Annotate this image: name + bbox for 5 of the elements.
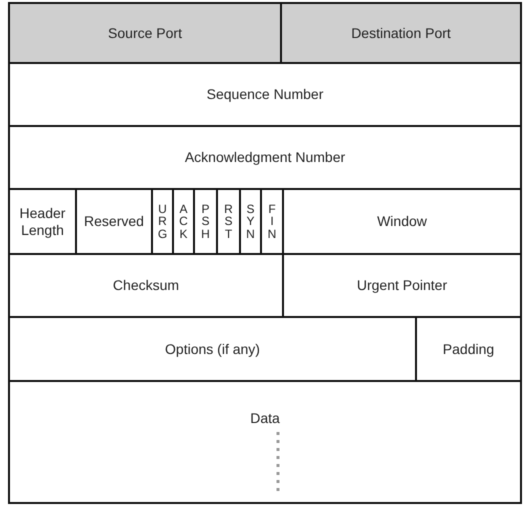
header-field-cell: Acknowledgment Number [8, 125, 522, 190]
header-field-cell: Sequence Number [8, 62, 522, 127]
header-field-cell: Data [8, 380, 522, 504]
header-field-cell: Source Port [8, 2, 282, 64]
header-field-cell: Destination Port [280, 2, 522, 64]
